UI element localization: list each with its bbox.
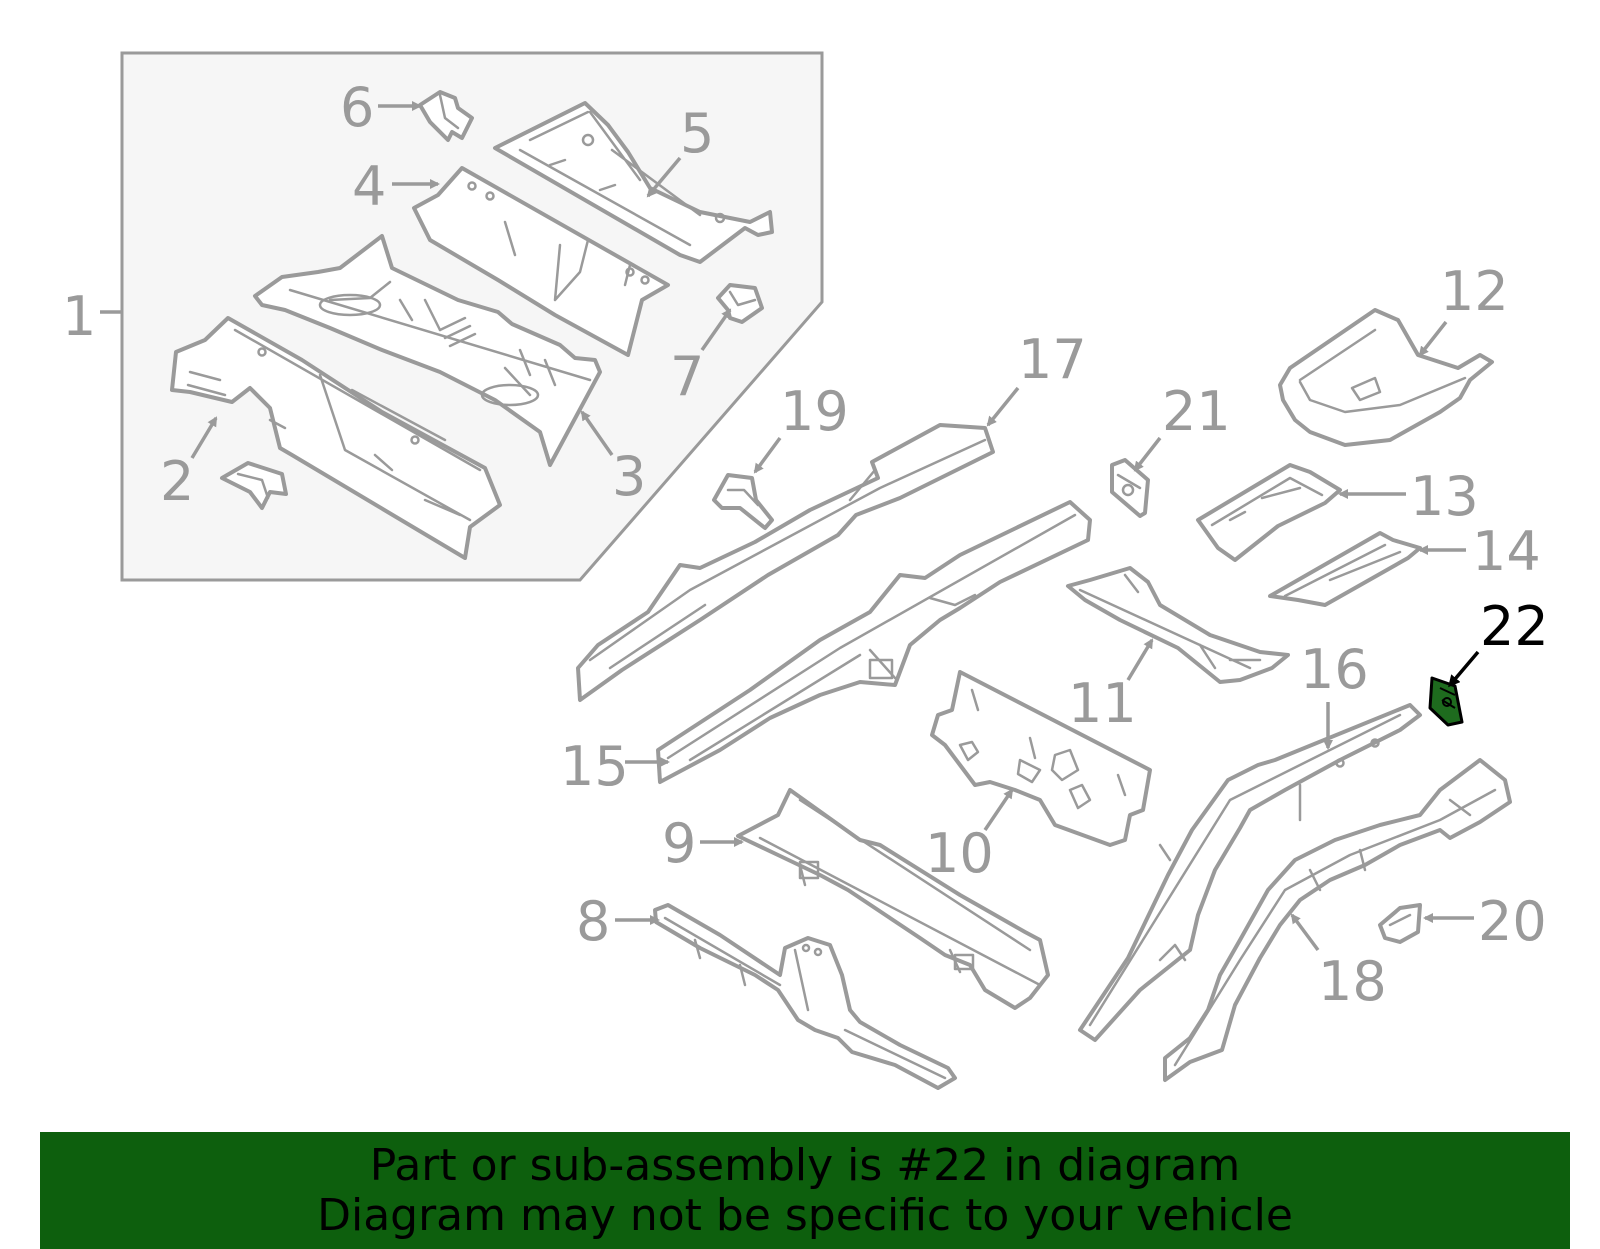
part-19 xyxy=(712,473,774,530)
callout-2: 2 xyxy=(160,450,194,513)
callout-6: 6 xyxy=(340,76,374,139)
part-21 xyxy=(1110,458,1150,518)
callout-12-leader xyxy=(1418,320,1448,357)
part-11 xyxy=(1066,566,1290,684)
callout-16: 16 xyxy=(1300,638,1369,701)
part-22 xyxy=(1428,676,1464,727)
callout-8: 8 xyxy=(576,890,610,953)
callout-11-leader xyxy=(1126,638,1154,681)
part-3 xyxy=(253,234,602,467)
part-15 xyxy=(656,500,1092,784)
callout-9: 9 xyxy=(662,812,696,875)
part-2 xyxy=(170,316,502,560)
callout-22: 22 xyxy=(1480,595,1549,658)
part-10 xyxy=(930,670,1152,847)
part-5 xyxy=(493,101,774,264)
callout-2-leader xyxy=(190,416,218,459)
part-18 xyxy=(1163,758,1512,1082)
callout-20: 20 xyxy=(1478,890,1547,953)
part-17 xyxy=(576,423,995,702)
part-4 xyxy=(412,166,670,357)
callout-19-leader xyxy=(753,436,782,474)
banner-line-part-number: Part or sub-assembly is #22 in diagram xyxy=(369,1139,1241,1191)
part-8 xyxy=(653,903,957,1090)
part-16 xyxy=(1078,703,1422,1042)
callout-7-leader xyxy=(700,308,732,352)
part-2-bracket xyxy=(220,461,288,510)
callout-13: 13 xyxy=(1410,465,1479,528)
callout-15: 15 xyxy=(560,735,629,798)
callout-19: 19 xyxy=(780,380,849,443)
callout-3: 3 xyxy=(612,445,646,508)
callout-18-leader xyxy=(1290,913,1320,952)
callout-21: 21 xyxy=(1162,380,1231,443)
callout-5: 5 xyxy=(680,102,714,165)
callout-11: 11 xyxy=(1068,672,1137,735)
banner-line-disclaimer: Diagram may not be specific to your vehi… xyxy=(317,1189,1293,1241)
callout-5-leader xyxy=(646,156,682,198)
part-9 xyxy=(736,788,1050,1010)
callout-22-leader xyxy=(1448,650,1480,688)
part-12 xyxy=(1278,308,1494,447)
callout-4: 4 xyxy=(352,155,386,218)
callout-17: 17 xyxy=(1018,328,1087,391)
callout-10: 10 xyxy=(925,822,994,885)
callout-18: 18 xyxy=(1318,950,1387,1013)
callout-10-leader xyxy=(983,788,1014,831)
callout-21-leader xyxy=(1133,436,1162,472)
callout-17-leader xyxy=(986,386,1020,427)
callout-12: 12 xyxy=(1440,260,1509,323)
info-banner: Part or sub-assembly is #22 in diagram D… xyxy=(40,1132,1570,1249)
callout-3-leader xyxy=(580,410,614,457)
part-13 xyxy=(1196,463,1342,562)
part-14 xyxy=(1268,531,1422,607)
callout-14: 14 xyxy=(1472,520,1541,583)
part-20 xyxy=(1378,903,1422,944)
part-6 xyxy=(418,90,474,142)
callout-1: 1 xyxy=(62,285,96,348)
callout-7: 7 xyxy=(670,345,704,408)
